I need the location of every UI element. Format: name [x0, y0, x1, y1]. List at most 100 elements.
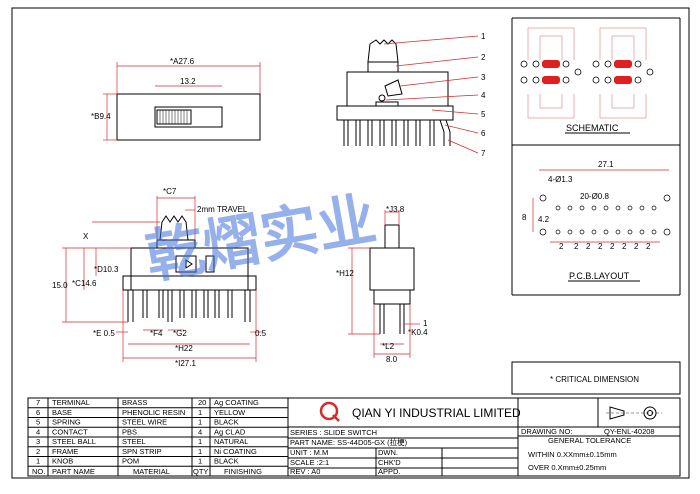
drawing-no-label: DRAWING NO: [521, 427, 572, 436]
pcb-pitch-7: 2 [634, 242, 639, 251]
bom-cell: SPRING [52, 418, 81, 427]
bom-cell: NATURAL [214, 437, 248, 446]
bom-cell: 4 [198, 427, 202, 436]
dim-g: *G2 [173, 329, 187, 338]
bom-cell: Ag CLAD [214, 427, 246, 436]
bom-cell: YELLOW [214, 408, 246, 417]
bom-cell: 1 [36, 457, 40, 466]
bom-cell: PHENOLIC RESIN [122, 408, 185, 417]
pcb-dim-271: 27.1 [598, 160, 614, 169]
dim-h: *H22 [175, 344, 193, 353]
bom-cell: 6 [36, 408, 40, 417]
company-logo [319, 401, 339, 421]
pcb-dim-pins: 20-Ø0.8 [580, 192, 609, 201]
bom-header-finishing: FINISHING [224, 467, 262, 476]
bom-cell: BLACK [214, 418, 239, 427]
bom-cell: 1 [198, 408, 202, 417]
bom-cell: 7 [36, 398, 40, 407]
dim-f: *F4 [150, 329, 163, 338]
bom-cell: 1 [198, 457, 202, 466]
callout-7: 7 [481, 149, 486, 158]
pcb-pitch-3: 2 [586, 242, 591, 251]
front-view: *C7 2mm TRAVEL X 15.0 *C14.6 *D10.3 *I27… [52, 187, 267, 368]
appd: APPD. [378, 467, 401, 476]
general-tolerance: GENERAL TOLERANCE [548, 436, 631, 445]
dim-8: 8.0 [386, 355, 398, 364]
critical-note: * CRITICAL DIMENSION [550, 375, 639, 384]
bom-header-qty: QTY [193, 467, 208, 476]
bom-cell: 20 [198, 398, 206, 407]
bom-cell: BRASS [122, 398, 147, 407]
pcb-title: P.C.B.LAYOUT [569, 271, 630, 281]
callout-4: 4 [481, 91, 486, 100]
dim-c: *C14.6 [72, 279, 97, 288]
bom-cell: STEEL WIRE [122, 418, 167, 427]
label-x: X [83, 232, 89, 241]
title-block: QIAN YI INDUSTRIAL LIMITED SERIES : SLID… [27, 397, 681, 477]
dim-h12: *H12 [336, 269, 354, 278]
pcb-layout: 27.1 4-Ø1.3 20-Ø0.8 8 4.2 2 2 2 2 2 2 2 … [522, 160, 671, 282]
tol-over: OVER 0.Xmm±0.25mm [528, 463, 606, 472]
bom-cell: BASE [52, 408, 72, 417]
sheet-border [11, 7, 690, 479]
unit: UNIT : M.M [290, 448, 328, 457]
top-view: *A27.6 13.2 *B9.4 [91, 57, 261, 141]
company-name: QIAN YI INDUSTRIAL LIMITED [352, 406, 521, 420]
dwn: DWN. [378, 448, 398, 457]
bom-header-no: NO. [32, 467, 45, 476]
chkd: CHK'D [378, 458, 401, 467]
drawing-no: QY-ENL-40208 [604, 427, 655, 436]
pcb-dim-42: 4.2 [538, 215, 550, 224]
projection-symbol-icon [606, 406, 662, 420]
callout-5: 5 [481, 110, 486, 119]
pcb-pitch-2: 2 [574, 242, 579, 251]
bom-cell: Ni COATING [214, 447, 257, 456]
scale: SCALE :2:1 [290, 458, 329, 467]
bom-cell: SPN STRIP [122, 447, 162, 456]
bom-cell: TERMINAL [52, 398, 90, 407]
dim-15: 15.0 [52, 281, 68, 290]
dim-a: *A27.6 [170, 57, 195, 66]
bom-cell: 4 [36, 427, 40, 436]
callout-3: 3 [481, 73, 486, 82]
pcb-pitch-1: 2 [559, 242, 564, 251]
bom-cell: 3 [36, 437, 40, 446]
bom-cell: STEEL [122, 437, 146, 446]
bom-cell: 1 [198, 418, 202, 427]
bom-cell: 1 [198, 447, 202, 456]
dim-j: *J3.8 [386, 205, 405, 214]
pcb-pitch-8: 2 [646, 242, 651, 251]
part-name: PART NAME: SS-44D05-GX (拉梗) [290, 437, 408, 447]
bom-cell: STEEL BALL [52, 437, 96, 446]
dim-c7: *C7 [163, 187, 177, 196]
bom-cell: 2 [36, 447, 40, 456]
pcb-dim-8: 8 [522, 213, 527, 222]
pcb-pitch-6: 2 [622, 242, 627, 251]
dim-d: *D10.3 [94, 265, 119, 274]
schematic: SCHEMATIC [520, 27, 654, 134]
dim-i: *I27.1 [175, 359, 196, 368]
pcb-pitch-5: 2 [610, 242, 615, 251]
bom-cell: Ag COATING [214, 398, 259, 407]
dim-05: 0.5 [255, 329, 267, 338]
dim-k: *K0.4 [408, 328, 428, 337]
dim-l: *L2 [382, 342, 395, 351]
bom-table: 7 TERMINAL BRASS 20 Ag COATING 6 BASE PHENOLIC … [27, 397, 289, 477]
end-view: *J3.8 *H12 1 *K0.4 *L2 8.0 [336, 205, 428, 364]
bom-header-part: PART NAME [52, 467, 95, 476]
callout-1: 1 [481, 32, 486, 41]
pcb-dim-hole: 4-Ø1.3 [548, 175, 573, 184]
bom-cell: KNOB [52, 457, 73, 466]
schematic-title: SCHEMATIC [566, 123, 619, 133]
bom-cell: PBS [122, 427, 137, 436]
side-view: 1 2 3 4 5 6 7 [336, 32, 486, 158]
dim-b: *B9.4 [91, 112, 111, 121]
dim-e: *E 0.5 [93, 329, 115, 338]
bom-cell: CONTACT [52, 427, 88, 436]
bom-cell: POM [122, 457, 139, 466]
bom-cell: BLACK [214, 457, 239, 466]
travel: 2mm TRAVEL [197, 205, 248, 214]
rev: REV : A0 [290, 467, 320, 476]
bom-header-material: MATERIAL [133, 467, 170, 476]
bom-cell: 5 [36, 418, 40, 427]
